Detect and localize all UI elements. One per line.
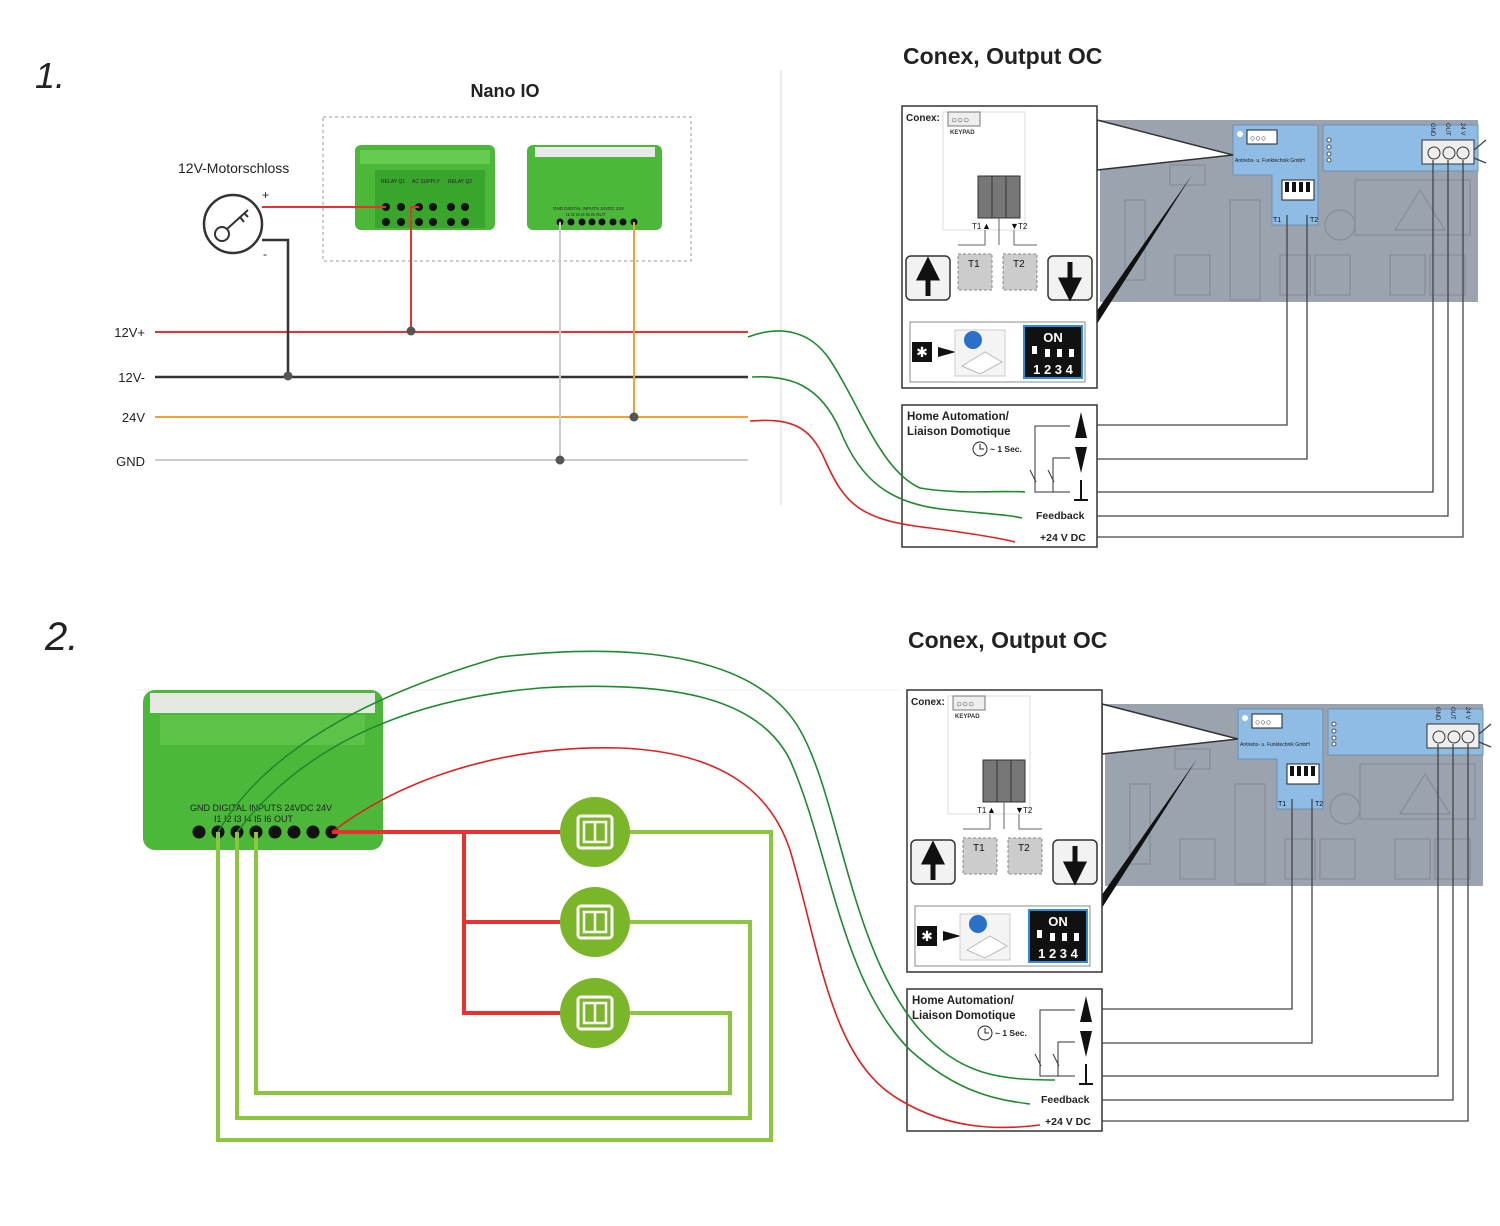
light-switch-icon: [560, 797, 630, 867]
conex-label: Conex:: [911, 697, 945, 708]
light-switch-icon: [560, 887, 630, 957]
board-t2-label: T2: [1315, 801, 1323, 808]
conex-panel: ○○○ Antriebs- u. Funktechnik GmbH T1 T2 …: [901, 105, 1487, 548]
terminal-gnd-label: GND: [1434, 707, 1440, 721]
home-automation-box: [901, 404, 1098, 548]
gear-icon: [917, 926, 937, 946]
relay-block: [982, 759, 1026, 803]
timer-label: ~ 1 Sec.: [990, 444, 1022, 454]
supply-label: +24 V DC: [1045, 1116, 1091, 1128]
lock-label: 12V-Motorschloss: [178, 160, 289, 176]
down-arrow-icon: [1052, 839, 1098, 886]
digital-input-module-large: GND DIGITAL INPUTS 24VDC 24V I1 I2 I3 I4…: [143, 690, 383, 850]
liaison-domotique-label: Liaison Domotique: [912, 1010, 1016, 1022]
t1-label: T1: [972, 222, 982, 231]
input-module-label-top: GND DIGITAL INPUTS 24VDC 24V: [553, 206, 624, 211]
bus-lines: 12V+ 12V- 24V GND: [114, 206, 748, 469]
switches: [560, 797, 630, 1048]
board-keypad-pins: ○○○: [1255, 717, 1271, 727]
digital-input-module: GND DIGITAL INPUTS 24VDC 24V I1 I2 I3 I4…: [527, 145, 662, 230]
bus-label: GND: [116, 454, 145, 469]
up-arrow-icon: [905, 255, 951, 301]
feedback-label: Feedback: [1041, 1094, 1090, 1106]
input-module-label-bottom: I1 I2 I3 I4 I5 I6 OUT: [566, 212, 606, 217]
down-triangle-icon: ▼: [1010, 221, 1019, 231]
relay-q2-label: RELAY Q2: [448, 179, 472, 185]
conex-title: Conex, Output OC: [903, 43, 1102, 69]
light-switch-icon: [560, 978, 630, 1048]
switch-t2-label: T2: [1018, 843, 1030, 854]
lock-plus: +: [262, 188, 269, 202]
liaison-domotique-label: Liaison Domotique: [907, 426, 1011, 438]
up-triangle-icon: ▲: [987, 805, 996, 815]
board-t1-label: T1: [1273, 217, 1281, 224]
terminal-24v-label: 24 V: [1464, 707, 1470, 719]
up-arrow-icon: [910, 839, 956, 885]
up-triangle-icon: ▲: [982, 221, 991, 231]
section-marker: 1.: [35, 55, 65, 96]
switch-t1-label: T1: [968, 259, 980, 270]
clock-icon: [977, 1025, 993, 1041]
t1-label: T1: [977, 806, 987, 815]
module-label-bottom: I1 I2 I3 I4 I5 I6 OUT: [214, 814, 294, 824]
switch-t2-label: T2: [1013, 259, 1025, 270]
down-triangle-icon: ▼: [1015, 805, 1024, 815]
terminal-out-label: OUT: [1449, 707, 1455, 720]
t2-label: T2: [1023, 806, 1033, 815]
keypad-pins: ○○○: [951, 115, 969, 126]
dip-numbers: 1 2 3 4: [1038, 946, 1079, 961]
conex-panel: ○○○ Antriebs- u. Funktechnik GmbH T1 T2 …: [906, 689, 1492, 1132]
ac-supply-label: AC SUPPLY: [412, 179, 440, 185]
switch-t1-label: T1: [973, 843, 985, 854]
board-t2-label: T2: [1310, 217, 1318, 224]
clock-icon: [972, 441, 988, 457]
board-t1-label: T1: [1278, 801, 1286, 808]
board-keypad-pins: ○○○: [1250, 133, 1266, 143]
board-maker-label: Antriebs- u. Funktechnik GmbH: [1240, 742, 1310, 748]
terminal-24v-label: 24 V: [1459, 123, 1465, 135]
dip-numbers: 1 2 3 4: [1033, 362, 1074, 377]
jumper-wires-2: [217, 650, 1056, 1129]
key-lock-icon: [202, 193, 264, 255]
board-maker-label: Antriebs- u. Funktechnik GmbH: [1235, 158, 1305, 164]
gear-glyph: ✱: [916, 344, 928, 360]
dip-on-label: ON: [1048, 914, 1068, 929]
timer-label: ~ 1 Sec.: [995, 1028, 1027, 1038]
home-automation-box: [906, 988, 1103, 1132]
conex-label: Conex:: [906, 113, 940, 124]
terminal-gnd-label: GND: [1429, 123, 1435, 137]
switch-wiring: [216, 830, 773, 1142]
down-arrow-icon: [1047, 255, 1093, 302]
bus-label: 24V: [122, 410, 145, 425]
keypad-label: KEYPAD: [955, 714, 980, 720]
conex-title: Conex, Output OC: [908, 627, 1107, 653]
jumper-wires-1: [747, 330, 1026, 543]
nano-io-frame: [322, 116, 692, 262]
terminal-out-label: OUT: [1444, 123, 1450, 136]
bus-label: 12V-: [118, 370, 145, 385]
dip-switch: ON 1 2 3 4: [1023, 325, 1083, 379]
relay-q1-label: RELAY Q1: [381, 179, 405, 185]
lock-minus: -: [263, 247, 267, 261]
keypad-label: KEYPAD: [950, 130, 975, 136]
nano-io-title: Nano IO: [470, 81, 539, 101]
bus-label: 12V+: [114, 325, 145, 340]
home-automation-label: Home Automation/: [907, 411, 1010, 423]
supply-label: +24 V DC: [1040, 532, 1086, 544]
module-label-top: GND DIGITAL INPUTS 24VDC 24V: [190, 803, 332, 813]
feedback-label: Feedback: [1036, 510, 1085, 522]
gear-glyph: ✱: [921, 928, 933, 944]
dip-on-label: ON: [1043, 330, 1063, 345]
relay-module: RELAY Q1 AC SUPPLY RELAY Q2: [355, 145, 495, 230]
home-automation-label: Home Automation/: [912, 995, 1015, 1007]
t2-label: T2: [1018, 222, 1028, 231]
keypad-pins: ○○○: [956, 699, 974, 710]
dip-switch: ON 1 2 3 4: [1028, 909, 1088, 963]
gear-icon: [912, 342, 932, 362]
relay-block: [977, 175, 1021, 219]
section-marker: 2.: [44, 615, 78, 659]
